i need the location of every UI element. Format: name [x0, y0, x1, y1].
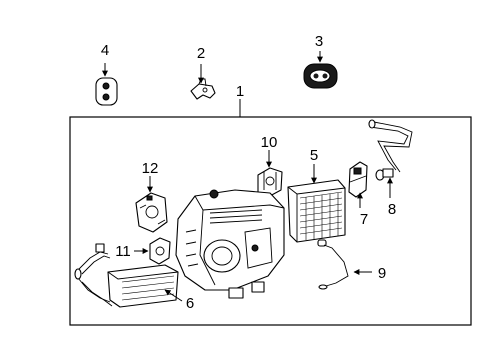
callout-3: 3 [315, 33, 323, 50]
callout-5: 5 [310, 147, 318, 164]
callout-9: 9 [378, 265, 386, 282]
heater-core-part-6 [74, 243, 179, 308]
callout-7: 7 [360, 211, 368, 228]
callout-11: 11 [115, 243, 131, 260]
assembly-box [69, 116, 472, 326]
actuator-part-10 [257, 167, 283, 198]
leader-lines [102, 51, 393, 302]
callout-2: 2 [197, 45, 205, 62]
callout-4: 4 [101, 42, 109, 59]
servo-part-12 [135, 192, 168, 233]
pipe-part-8 [368, 119, 413, 181]
evaporator-part-5 [287, 179, 346, 243]
heater-case-main [175, 189, 285, 299]
callout-labels: 4 2 3 1 5 10 12 7 8 11 6 9 [101, 33, 396, 312]
callout-10: 10 [261, 134, 278, 151]
grommet-part-4 [95, 77, 118, 106]
sensor-part-9 [317, 239, 349, 290]
motor-part-11 [149, 237, 171, 265]
valve-part-7 [348, 161, 368, 198]
seal-part-3 [303, 63, 338, 89]
callout-12: 12 [142, 160, 159, 177]
callout-1: 1 [236, 83, 244, 100]
callout-6: 6 [186, 295, 194, 312]
bracket-part-2 [190, 78, 216, 100]
callout-8: 8 [388, 201, 396, 218]
